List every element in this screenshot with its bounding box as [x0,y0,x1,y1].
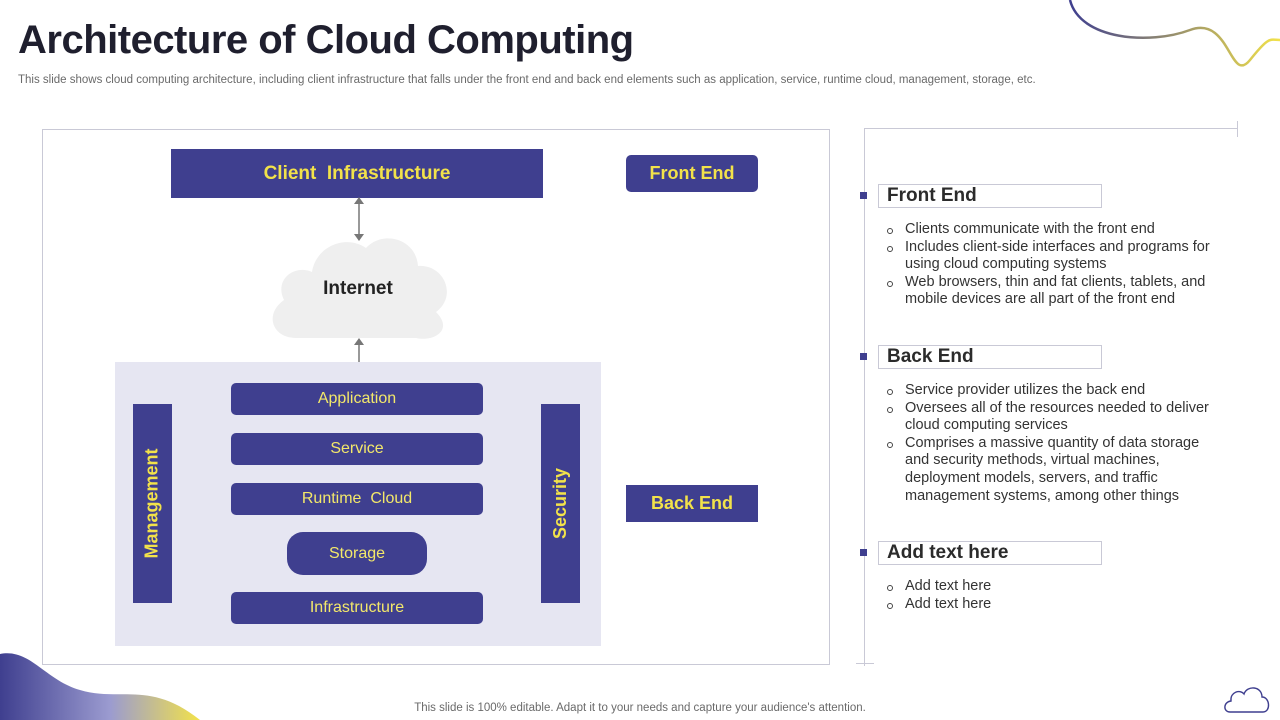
cloud-icon [1224,687,1270,713]
internet-cloud-shape [272,238,447,339]
list-item: Add text here [886,596,1226,614]
back-end-bullets: Service provider utilizes the back end O… [886,382,1226,505]
list-item: Oversees all of the resources needed to … [886,400,1226,435]
page-title: Architecture of Cloud Computing [18,18,634,62]
diagram-frame [42,129,830,665]
section-marker [860,192,867,199]
list-item: Web browsers, thin and fat clients, tabl… [886,274,1226,309]
layer-runtime-cloud: Runtime Cloud [231,483,483,515]
footer-note: This slide is 100% editable. Adapt it to… [414,702,866,714]
list-item: Comprises a massive quantity of data sto… [886,435,1226,505]
description-frame [864,128,1238,666]
management-bar: Management [133,404,172,603]
decorative-wave-bottom [0,653,200,720]
list-item: Clients communicate with the front end [886,221,1226,239]
section-heading-add-text: Add text here [878,541,1102,565]
section-heading-back-end: Back End [878,345,1102,369]
internet-label: Internet [323,278,393,299]
decorative-curve-top [1068,0,1280,67]
client-infrastructure-box: Client Infrastructure [171,149,543,198]
section-marker [860,549,867,556]
frame-tick [856,663,874,664]
management-label: Management [142,448,162,559]
front-end-bullets: Clients communicate with the front end I… [886,221,1226,309]
layer-infrastructure: Infrastructure [231,592,483,624]
layer-storage: Storage [287,532,427,575]
page-subtitle: This slide shows cloud computing archite… [18,74,1036,86]
list-item: Service provider utilizes the back end [886,382,1226,400]
list-item: Add text here [886,578,1226,596]
security-label: Security [550,467,571,540]
back-end-tag: Back End [626,485,758,522]
layer-application: Application [231,383,483,415]
layer-service: Service [231,433,483,465]
arrow-client-internet [354,197,364,241]
add-text-bullets: Add text here Add text here [886,578,1226,613]
front-end-tag: Front End [626,155,758,192]
section-marker [860,353,867,360]
section-heading-front-end: Front End [878,184,1102,208]
list-item: Includes client-side interfaces and prog… [886,239,1226,274]
frame-tick [1237,121,1238,137]
security-bar: Security [541,404,580,603]
